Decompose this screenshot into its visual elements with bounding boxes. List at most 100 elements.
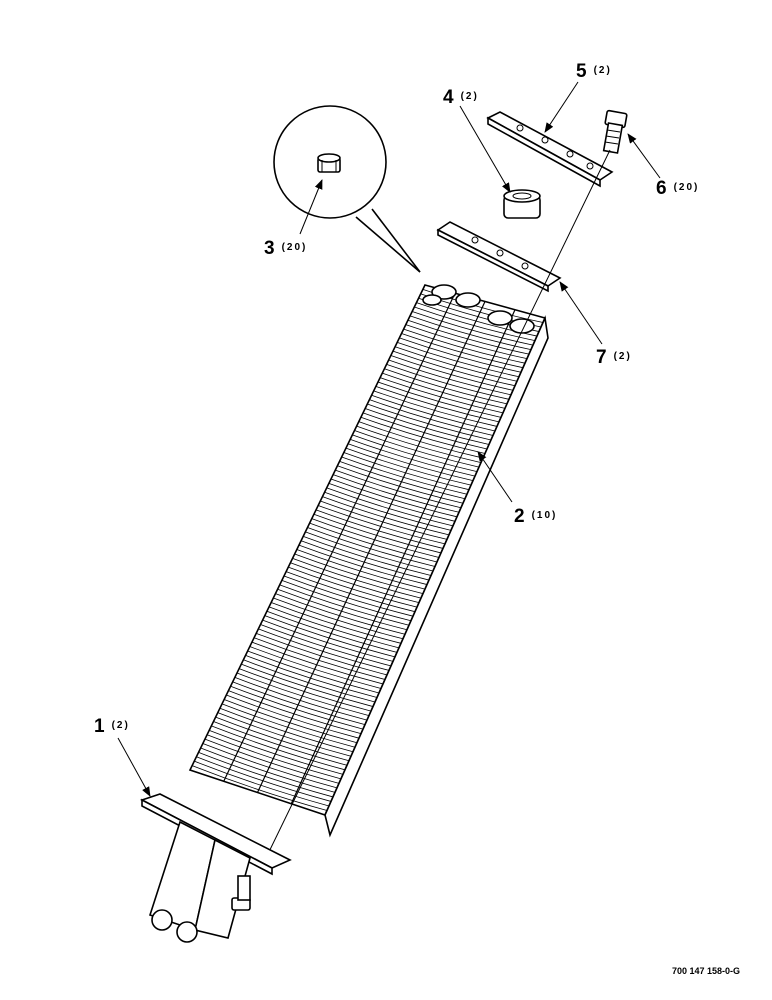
fin-line: [209, 729, 344, 775]
fin-line: [394, 346, 518, 382]
fin-line: [245, 654, 378, 698]
tube-fins: [191, 289, 544, 811]
fin-line: [241, 663, 374, 707]
fin-line: [390, 355, 514, 391]
mounting-bracket: [139, 793, 292, 943]
fin-line: [345, 447, 472, 486]
callout-6: 6 (20): [656, 178, 699, 199]
fin-line: [341, 456, 468, 495]
fin-line: [373, 390, 498, 427]
callout-3-qty: (20): [282, 242, 308, 253]
bottom-cap-screw: [231, 875, 251, 911]
fin-line: [403, 328, 526, 364]
fin-line: [414, 306, 536, 341]
fin-line: [397, 341, 520, 378]
lower-gasket-plate: [436, 221, 562, 293]
top-flange-plate: [486, 111, 614, 188]
tube-divider: [223, 292, 456, 782]
callout-1: 1 (2): [94, 716, 130, 737]
fin-line: [330, 478, 458, 518]
fin-line: [236, 672, 370, 716]
fin-line: [221, 703, 356, 748]
fin-line: [409, 315, 532, 351]
fin-line: [202, 743, 338, 789]
fin-line: [273, 597, 404, 640]
fin-line: [277, 588, 408, 631]
callout-5-number: 5: [576, 61, 587, 82]
tube-end-caps: [422, 284, 535, 334]
fin-line: [264, 615, 396, 658]
fin-line: [377, 381, 502, 418]
callout-3: 3 (20): [264, 238, 307, 259]
callout-1-qty: (2): [112, 720, 130, 731]
detail-circle: [273, 105, 421, 273]
fin-line: [262, 619, 394, 662]
fin-line: [335, 469, 462, 509]
drawing-id: 700 147 158-0-G: [672, 966, 740, 976]
fin-line: [268, 606, 400, 649]
fin-line: [365, 408, 490, 445]
callout-5-qty: (2): [594, 65, 612, 76]
fin-line: [292, 557, 422, 599]
fin-line: [356, 425, 482, 463]
fin-line: [238, 668, 372, 712]
fin-line: [307, 527, 436, 567]
fin-line: [224, 699, 358, 744]
fin-line: [196, 756, 332, 802]
fin-line: [367, 403, 492, 441]
callout-2-number: 2: [514, 506, 525, 527]
fin-line: [279, 584, 410, 626]
nut-icon: [317, 153, 341, 173]
tube-divider: [290, 309, 516, 804]
fin-line: [320, 500, 448, 540]
callout-3-number: 3: [264, 238, 275, 259]
fin-line: [371, 394, 496, 432]
fin-line: [318, 505, 446, 545]
fin-line: [360, 416, 486, 454]
fin-line: [206, 734, 342, 780]
fin-line: [283, 575, 414, 617]
fin-line: [322, 496, 450, 536]
fin-line: [253, 637, 386, 680]
assembly-centerline: [264, 149, 611, 861]
fin-line: [309, 522, 438, 563]
fin-line: [290, 562, 420, 604]
fin-line: [249, 646, 382, 689]
callout-6-number: 6: [656, 178, 667, 199]
fin-line: [375, 386, 500, 423]
fin-line: [326, 487, 454, 527]
tube-divider: [256, 301, 486, 793]
fin-line: [407, 319, 530, 355]
fin-line: [288, 566, 418, 608]
fin-line: [352, 434, 478, 473]
callout-7: 7 (2): [596, 347, 632, 368]
fin-line: [258, 628, 390, 671]
fin-line: [305, 531, 434, 572]
fin-line: [247, 650, 380, 694]
fin-line: [362, 412, 488, 450]
fin-line: [384, 368, 508, 405]
fin-line: [266, 610, 398, 653]
fin-line: [392, 350, 516, 387]
callout-5: 5 (2): [576, 61, 612, 82]
fin-line: [281, 580, 412, 622]
fin-line: [300, 540, 430, 581]
callout-4-qty: (2): [461, 91, 479, 102]
fin-line: [401, 333, 524, 369]
fin-line: [232, 681, 366, 726]
fin-line: [271, 602, 402, 644]
fin-line: [324, 491, 452, 531]
fin-line: [294, 553, 424, 594]
fin-line: [296, 549, 426, 590]
finned-tube-bundle: [188, 284, 549, 838]
fin-line: [194, 760, 330, 807]
fin-line: [380, 377, 504, 414]
fin-line: [343, 452, 470, 491]
fin-line: [313, 513, 442, 554]
fin-line: [347, 443, 474, 482]
cap-screw: [602, 109, 628, 154]
leader-lines: [117, 81, 661, 797]
fin-line: [226, 694, 360, 739]
callout-1-number: 1: [94, 716, 105, 737]
fin-line: [256, 632, 388, 676]
